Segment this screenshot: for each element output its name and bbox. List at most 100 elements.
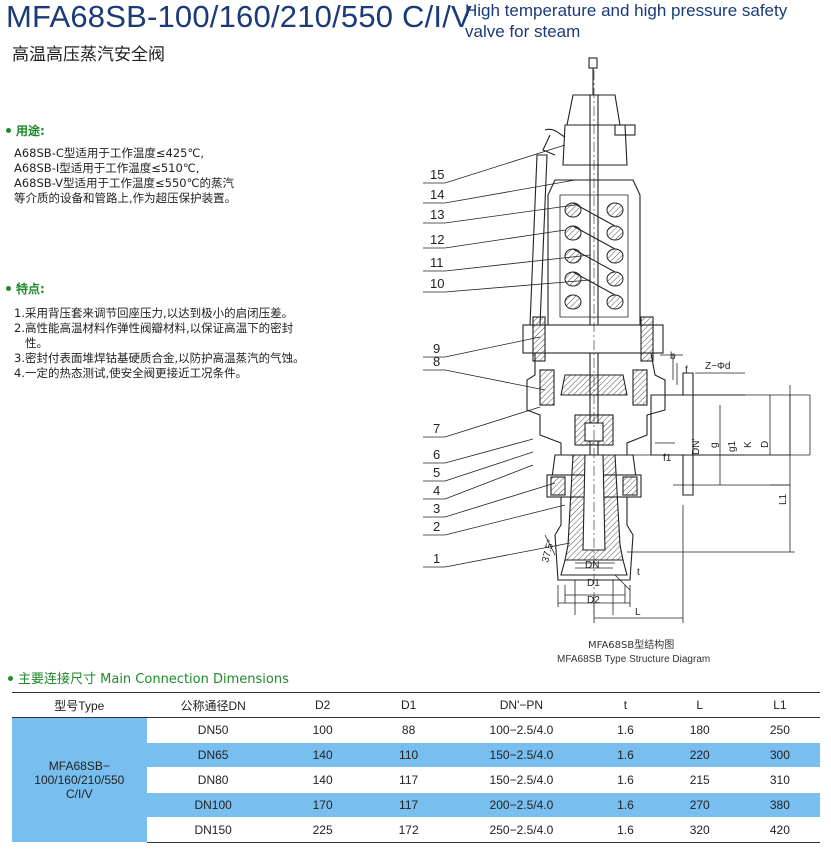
dim-label-dnp: DN' (691, 439, 702, 455)
feature-item: 2.高性能高温材料作弹性阀瓣材料,以保证高温下的密封性。 (14, 321, 294, 350)
table-cell: 140 (279, 767, 366, 793)
model-line: 100/160/210/550 (34, 773, 125, 787)
dimensions-table: 型号Type 公称通径DN D2 D1 DN'−PN t L L1 MFA68S… (12, 692, 820, 843)
table-cell: 250 (739, 717, 820, 743)
usage-line: A68SB-V型适用于工作温度≤550℃的蒸汽 (14, 176, 235, 190)
table-cell: 170 (279, 792, 366, 818)
dim-label-dn: DN (585, 560, 599, 571)
table-cell: 1.6 (591, 792, 660, 818)
features-heading-label: 特点: (16, 282, 45, 296)
part-number: 6 (433, 447, 440, 462)
page-subtitle: 高温高压蒸汽安全阀 (12, 45, 165, 65)
column-header: D2 (279, 692, 366, 718)
dim-label-zd: Z−Φd (705, 361, 731, 372)
dim-label-g: g (709, 442, 720, 448)
table-cell: 225 (279, 817, 366, 843)
feature-item: 1.采用背压套来调节回座压力,以达到极小的启闭压差。 (14, 306, 294, 320)
usage-heading: 用途: (6, 122, 45, 139)
valve-structure-diagram: 15 14 13 12 11 10 9 8 7 6 5 4 3 2 1 b f … (423, 57, 811, 623)
part-number: 10 (430, 276, 444, 291)
part-number: 14 (430, 187, 444, 202)
part-number: 7 (433, 421, 440, 436)
dim-label-g1: g1 (727, 440, 738, 452)
column-header: DN'−PN (451, 692, 592, 718)
part-number: 9 (433, 341, 440, 356)
table-row: DN100 170 117 200−2.5/4.0 1.6 270 380 (12, 792, 820, 818)
table-cell: 420 (739, 817, 820, 843)
column-header: L (659, 692, 740, 718)
table-cell: DN150 (146, 817, 280, 843)
table-row: DN65 140 110 150−2.5/4.0 1.6 220 300 (12, 742, 820, 768)
part-number: 13 (430, 207, 444, 222)
table-cell: 220 (659, 742, 740, 768)
table-cell: DN80 (146, 767, 280, 793)
part-number: 5 (433, 465, 440, 480)
dim-label-t: t (637, 567, 640, 578)
table-cell: 250−2.5/4.0 (451, 817, 592, 843)
table-cell: 1.6 (591, 817, 660, 843)
dim-label-l: L (635, 607, 641, 618)
part-number: 15 (430, 167, 444, 182)
features-list: 1.采用背压套来调节回座压力,以达到极小的启闭压差。 2.高性能高温材料作弹性阀… (14, 306, 314, 381)
table-cell: 310 (739, 767, 820, 793)
table-cell: 140 (279, 742, 366, 768)
table-cell: 320 (659, 817, 740, 843)
table-cell: 180 (659, 717, 740, 743)
column-header: 公称通径DN (146, 692, 280, 718)
table-cell: DN65 (146, 742, 280, 768)
dimensions-heading: 主要连接尺寸 Main Connection Dimensions (8, 668, 289, 687)
table-cell: 150−2.5/4.0 (451, 742, 592, 768)
part-number: 1 (433, 551, 440, 566)
column-header: t (591, 692, 660, 718)
usage-heading-label: 用途: (16, 124, 45, 138)
table-cell: 117 (365, 767, 452, 793)
model-line: C/I/V (65, 787, 93, 801)
dim-label-k: K (743, 441, 754, 448)
usage-text: A68SB-C型适用于工作温度≤425℃, A68SB-I型适用于工作温度≤51… (14, 146, 236, 206)
column-header: L1 (739, 692, 820, 718)
dim-label-l1: L1 (778, 493, 789, 505)
table-row: DN80 140 117 150−2.5/4.0 1.6 215 310 (12, 767, 820, 793)
dim-label-f1: f1 (663, 453, 672, 464)
table-cell: DN50 (146, 717, 280, 743)
table-cell: 172 (365, 817, 452, 843)
table-row: DN150 225 172 250−2.5/4.0 1.6 320 420 (12, 817, 820, 843)
table-cell: 100−2.5/4.0 (451, 717, 592, 743)
page-title: MFA68SB-100/160/210/550 C/I/V (6, 0, 472, 34)
part-number: 8 (433, 354, 440, 369)
table-cell: 270 (659, 792, 740, 818)
bullet-icon (6, 286, 11, 291)
feature-item: 4.一定的热态测试,使安全阀更接近工况条件。 (14, 366, 248, 380)
table-cell: 380 (739, 792, 820, 818)
table-cell: 110 (365, 742, 452, 768)
table-row: MFA68SB− 100/160/210/550 C/I/V DN50 100 … (12, 717, 820, 843)
diagram-caption-cn: MFA68SB型结构图 (588, 640, 675, 651)
bullet-icon (8, 676, 13, 681)
table-cell: 1.6 (591, 742, 660, 768)
table-cell: 100 (279, 717, 366, 743)
table-cell: 200−2.5/4.0 (451, 792, 592, 818)
table-cell: 88 (365, 717, 452, 743)
dimensions-heading-label: 主要连接尺寸 Main Connection Dimensions (18, 672, 289, 687)
table-cell: 1.6 (591, 767, 660, 793)
dim-label-d: D (760, 441, 771, 448)
dim-label-angle: 37.5° (540, 538, 557, 564)
table-cell: 1.6 (591, 717, 660, 743)
diagram-caption-en: MFA68SB Type Structure Diagram (557, 654, 711, 665)
features-heading: 特点: (6, 280, 45, 297)
part-number: 4 (433, 483, 440, 498)
table-header-row: 型号Type 公称通径DN D2 D1 DN'−PN t L L1 (12, 692, 820, 718)
feature-item: 3.密封付表面堆焊钴基硬质合金,以防护高温蒸汽的气蚀。 (14, 351, 305, 365)
part-number: 12 (430, 232, 444, 247)
part-number: 2 (433, 519, 440, 534)
model-cell: MFA68SB− 100/160/210/550 C/I/V (12, 717, 147, 843)
table-cell: 150−2.5/4.0 (451, 767, 592, 793)
usage-line: A68SB-C型适用于工作温度≤425℃, (14, 146, 205, 160)
table-cell: DN100 (146, 792, 280, 818)
column-header: D1 (365, 692, 452, 718)
dim-label-f: f (685, 365, 688, 376)
dim-label-d1: D1 (587, 578, 600, 589)
part-number: 3 (433, 501, 440, 516)
usage-line: 等介质的设备和管路上,作为超压保护装置。 (14, 191, 237, 205)
table-cell: 300 (739, 742, 820, 768)
